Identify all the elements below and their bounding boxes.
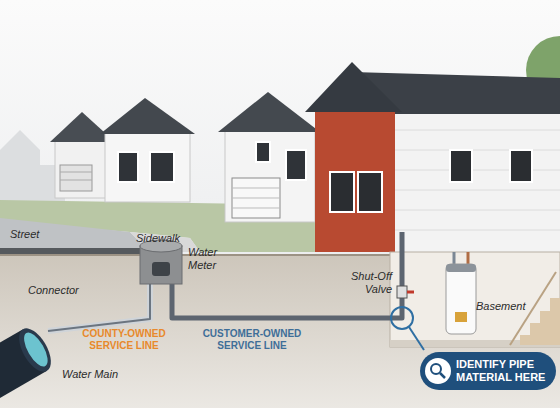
leader-line: [409, 327, 424, 350]
callout-text: IDENTIFY PIPE MATERIAL HERE: [456, 358, 550, 384]
icon-lens: [431, 364, 441, 374]
icon-handle: [440, 373, 445, 378]
house: [100, 98, 195, 202]
house: [218, 92, 320, 222]
shut-off-valve: [397, 286, 407, 298]
water-main: [0, 323, 57, 408]
part-label: Water Meter: [188, 246, 232, 271]
callout-circle: [391, 307, 413, 329]
part-label: Street: [10, 228, 70, 241]
water-meter: [140, 240, 182, 284]
part-label: Basement: [476, 300, 536, 313]
part-label: Water Main: [62, 368, 132, 381]
customer-pipe: [172, 232, 402, 318]
magnifier-icon: [424, 357, 452, 385]
icon-disc: [425, 358, 451, 384]
water-heater: [446, 252, 476, 334]
valve-handle: [407, 291, 414, 294]
part-label: Shut-Off Valve: [340, 270, 392, 295]
part-label: Sidewalk: [136, 232, 196, 245]
part-label: Connector: [28, 284, 88, 297]
street: [0, 218, 150, 252]
main-house: [305, 62, 560, 252]
basement-room: [390, 252, 560, 347]
ownership-label: COUNTY-OWNED SERVICE LINE: [75, 328, 173, 351]
callout-pill: IDENTIFY PIPE MATERIAL HERE: [420, 352, 556, 390]
ownership-label: CUSTOMER-OWNED SERVICE LINE: [200, 328, 304, 351]
